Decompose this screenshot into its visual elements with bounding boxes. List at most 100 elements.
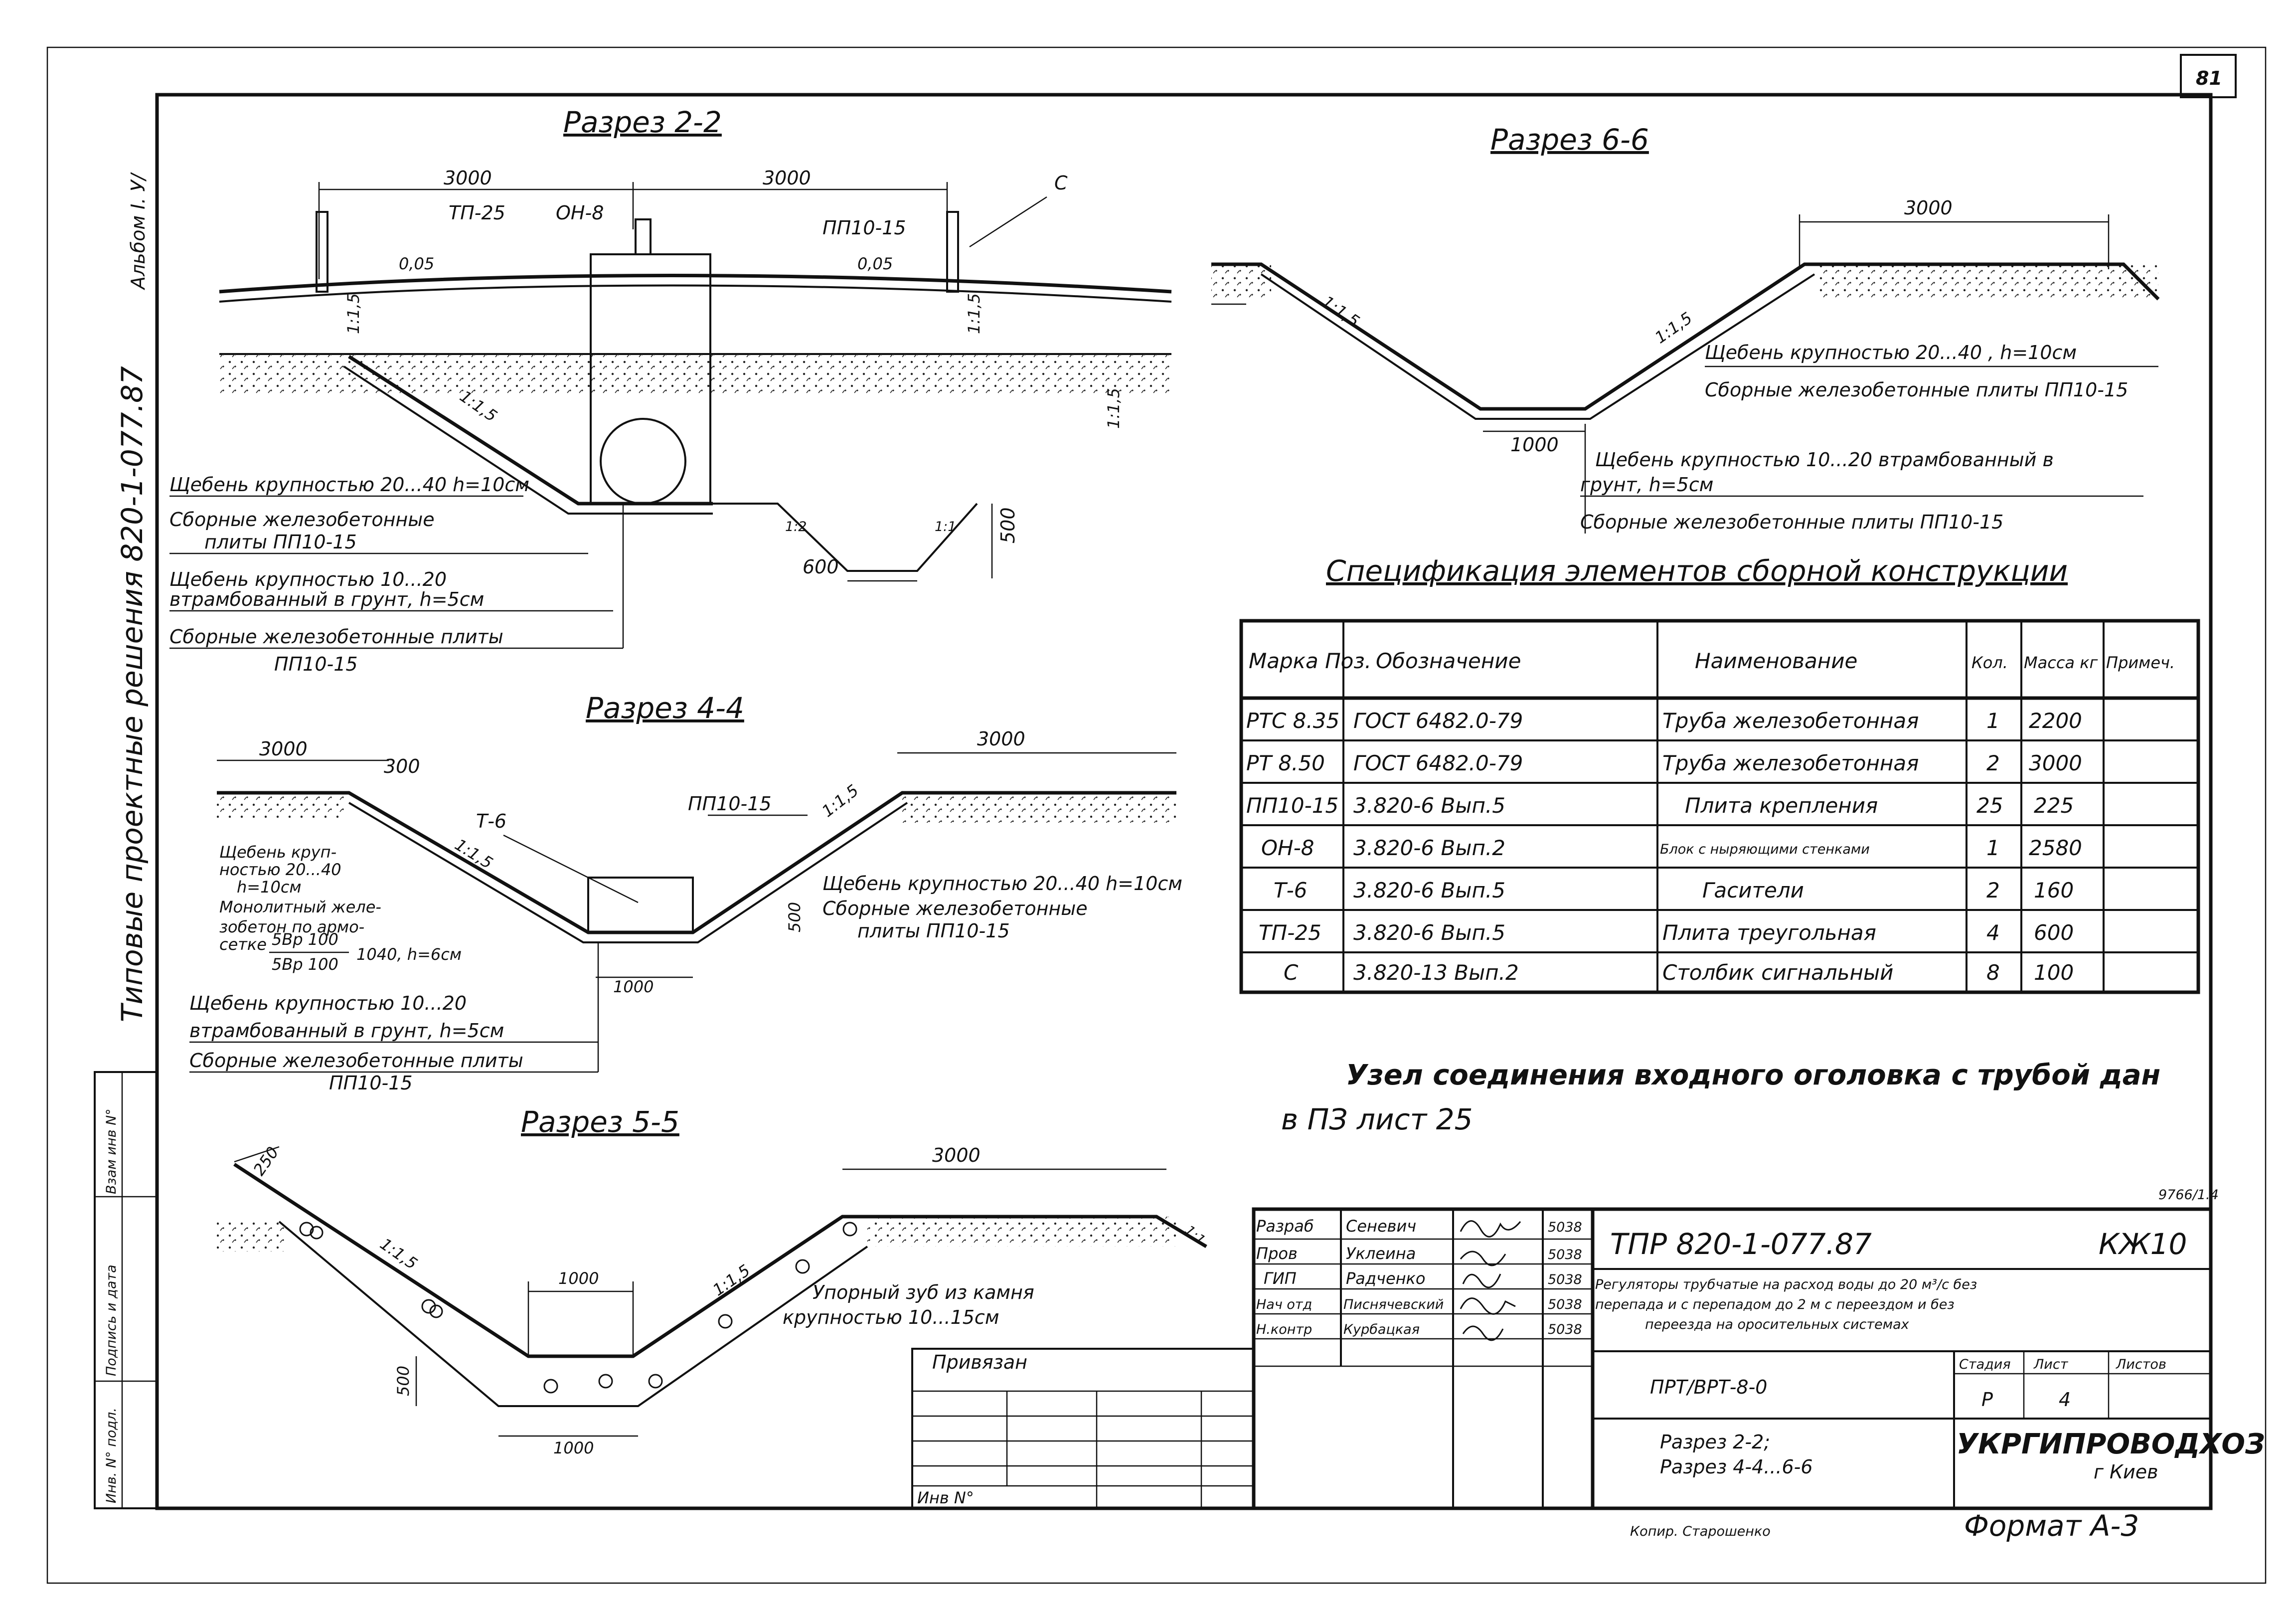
slope-12: 1:2 — [785, 519, 807, 535]
dim-4-4-3000-right: 3000 — [977, 728, 1025, 750]
copier-label: Копир. Старошенко — [1630, 1524, 1771, 1539]
callout-2-2-2: Сборные железобетонные — [169, 509, 435, 531]
callout-6-6-5: Сборные железобетонные плиты ПП10-15 — [1580, 511, 2003, 533]
date-3: 5038 — [1548, 1272, 1582, 1287]
page-number: 81 — [2196, 67, 2222, 89]
mark-4-4-pp1015: ПП10-15 — [688, 793, 772, 815]
sheets-header: Листов — [2116, 1357, 2166, 1372]
callout-2-2-3: плиты ПП10-15 — [204, 531, 357, 553]
drawing-code: ПРТ/ВРТ-8-0 — [1650, 1376, 1767, 1398]
spec-r3-mark: ПП10-15 — [1246, 793, 1338, 818]
description-1: Регуляторы трубчатые на расход воды до 2… — [1595, 1277, 1977, 1292]
spec-r5-desig: 3.820-6 Вып.5 — [1353, 878, 1505, 902]
spec-r6-qty: 4 — [1986, 920, 2000, 945]
role-3: ГИП — [1264, 1269, 1297, 1288]
margin-album-label: Альбом I. У/ — [127, 172, 149, 291]
spec-r7-mass: 100 — [2034, 960, 2074, 985]
table-row: РТС 8.35 ГОСТ 6482.0-79 Труба железобето… — [1246, 709, 2082, 733]
spec-header-qty: Кол. — [1971, 653, 2008, 672]
dim-5-5-1000-top: 1000 — [558, 1269, 599, 1288]
doc-mark: КЖ10 — [2099, 1227, 2187, 1261]
name-5: Курбацкая — [1343, 1322, 1420, 1337]
spec-r7-qty: 8 — [1986, 960, 2000, 985]
callout-5-5-1: Упорный зуб из камня — [813, 1281, 1034, 1303]
description-3: переезда на оросительных системах — [1645, 1317, 1910, 1332]
stage-value: Р — [1981, 1389, 1993, 1411]
spec-r5-name: Гасители — [1702, 878, 1804, 902]
spec-title: Спецификация элементов сборной конструкц… — [1326, 554, 2068, 588]
table-row: Т-6 3.820-6 Вып.5 Гасители 2 160 — [1274, 878, 2074, 902]
spec-r1-qty: 1 — [1986, 709, 2000, 733]
name-2: Уклеина — [1346, 1244, 1416, 1263]
date-4: 5038 — [1548, 1297, 1582, 1312]
role-4: Нач отд — [1256, 1297, 1312, 1312]
table-row: РТ 8.50 ГОСТ 6482.0-79 Труба железобетон… — [1246, 751, 2082, 775]
date-1: 5038 — [1548, 1220, 1582, 1235]
dim-500: 500 — [997, 507, 1019, 543]
description-2: перепада и с перепадом до 2 м с переездо… — [1595, 1297, 1955, 1312]
callout-6-6-3: Щебень крупностью 10...20 втрамбованный … — [1595, 449, 2054, 471]
role-2: Пров — [1256, 1244, 1298, 1263]
inv-label: Инв N° — [917, 1488, 974, 1507]
spec-r6-name: Плита треугольная — [1662, 920, 1876, 945]
margin-stamp-cell-3: Инв. N° подл. — [104, 1408, 119, 1503]
table-row: ОН-8 3.820-6 Вып.2 Блок с ныряющими стен… — [1261, 836, 2082, 860]
role-1: Разраб — [1256, 1217, 1314, 1236]
contents-2: Разрез 4-4...6-6 — [1660, 1456, 1813, 1478]
spec-r2-desig: ГОСТ 6482.0-79 — [1353, 751, 1523, 775]
callout-2-2-6: Сборные железобетонные плиты — [169, 626, 503, 648]
section-2-2: Разрез 2-2 3000 3000 600 500 ТП-25 ОН-8 … — [169, 105, 1172, 675]
dim-4-4-300: 300 — [384, 755, 420, 777]
mesh-top: 5Вр 100 — [272, 930, 338, 949]
section-6-6: Разрез 6-6 3000 1:1,5 1:1,5 1000 Щебень … — [1211, 123, 2160, 534]
date-2: 5038 — [1548, 1247, 1582, 1262]
spec-r3-qty: 25 — [1976, 793, 2003, 818]
spec-r1-mark: РТС 8.35 — [1246, 709, 1339, 733]
contents-1: Разрез 2-2; — [1660, 1431, 1770, 1453]
outer-frame — [46, 46, 2267, 1584]
organization: УКРГИПРОВОДХОЗ — [1957, 1428, 2265, 1460]
spec-header-mark: Марка Поз. — [1249, 649, 1371, 673]
slope-15-a: 1:1,5 — [344, 293, 363, 334]
spec-r3-name: Плита крепления — [1685, 793, 1878, 818]
section-2-2-title: Разрез 2-2 — [563, 105, 722, 139]
dim-4-4-1000: 1000 — [613, 977, 654, 996]
binding-label: Привязан — [932, 1351, 1027, 1373]
callout-4-4-bottom-4: ПП10-15 — [329, 1072, 413, 1094]
callout-4-4-right-2: Сборные железобетонные — [822, 898, 1088, 919]
spec-r7-mark: С — [1284, 960, 1299, 985]
city: г Киев — [2094, 1461, 2158, 1483]
name-1: Сеневич — [1346, 1217, 1416, 1236]
slope-005-left: 0,05 — [399, 254, 434, 273]
spec-r2-qty: 2 — [1986, 751, 2000, 775]
callout-5-5-2: крупностью 10...15см — [783, 1306, 999, 1328]
slope-15-b: 1:1,5 — [965, 293, 984, 334]
dim-6-6-1000: 1000 — [1510, 434, 1559, 456]
dim-3000-left: 3000 — [444, 167, 492, 189]
role-5: Н.контр — [1256, 1322, 1312, 1337]
note-line-2: в ПЗ лист 25 — [1281, 1102, 1473, 1136]
ref-code: 9766/1.4 — [2158, 1187, 2219, 1203]
callout-4-4-left-2: ностью 20...40 — [219, 860, 341, 879]
signatures — [1460, 1220, 1521, 1341]
spec-r2-mass: 3000 — [2029, 751, 2082, 775]
format-label: Формат А-3 — [1964, 1509, 2139, 1543]
slope-11: 1:1 — [935, 519, 956, 535]
sheet-value: 4 — [2059, 1389, 2071, 1411]
spec-header-mass: Масса кг — [2024, 653, 2098, 672]
spec-r5-mass: 160 — [2034, 878, 2074, 902]
callout-4-4-bottom-1: Щебень крупностью 10...20 — [189, 992, 467, 1014]
spec-r1-desig: ГОСТ 6482.0-79 — [1353, 709, 1523, 733]
dim-5-5-1000-bottom: 1000 — [553, 1439, 594, 1457]
margin-series-label: Типовые проектные решения 820-1-077.87 — [115, 366, 149, 1022]
spec-r3-desig: 3.820-6 Вып.5 — [1353, 793, 1505, 818]
mesh-bottom: 5Вр 100 — [272, 955, 338, 974]
callout-2-2-1: Щебень крупностью 20...40 h=10см — [169, 474, 529, 496]
callout-4-4-left-5: зобетон по армо- — [219, 917, 364, 936]
dim-4-4-500: 500 — [785, 902, 804, 932]
callout-4-4-left-6: сетке — [219, 935, 267, 954]
spec-r6-mark: ТП-25 — [1259, 920, 1321, 945]
callout-6-6-4: грунт, h=5см — [1580, 474, 1713, 496]
slope-5-5-left: 1:1,5 — [376, 1234, 421, 1273]
name-4: Писнячевский — [1343, 1297, 1444, 1312]
